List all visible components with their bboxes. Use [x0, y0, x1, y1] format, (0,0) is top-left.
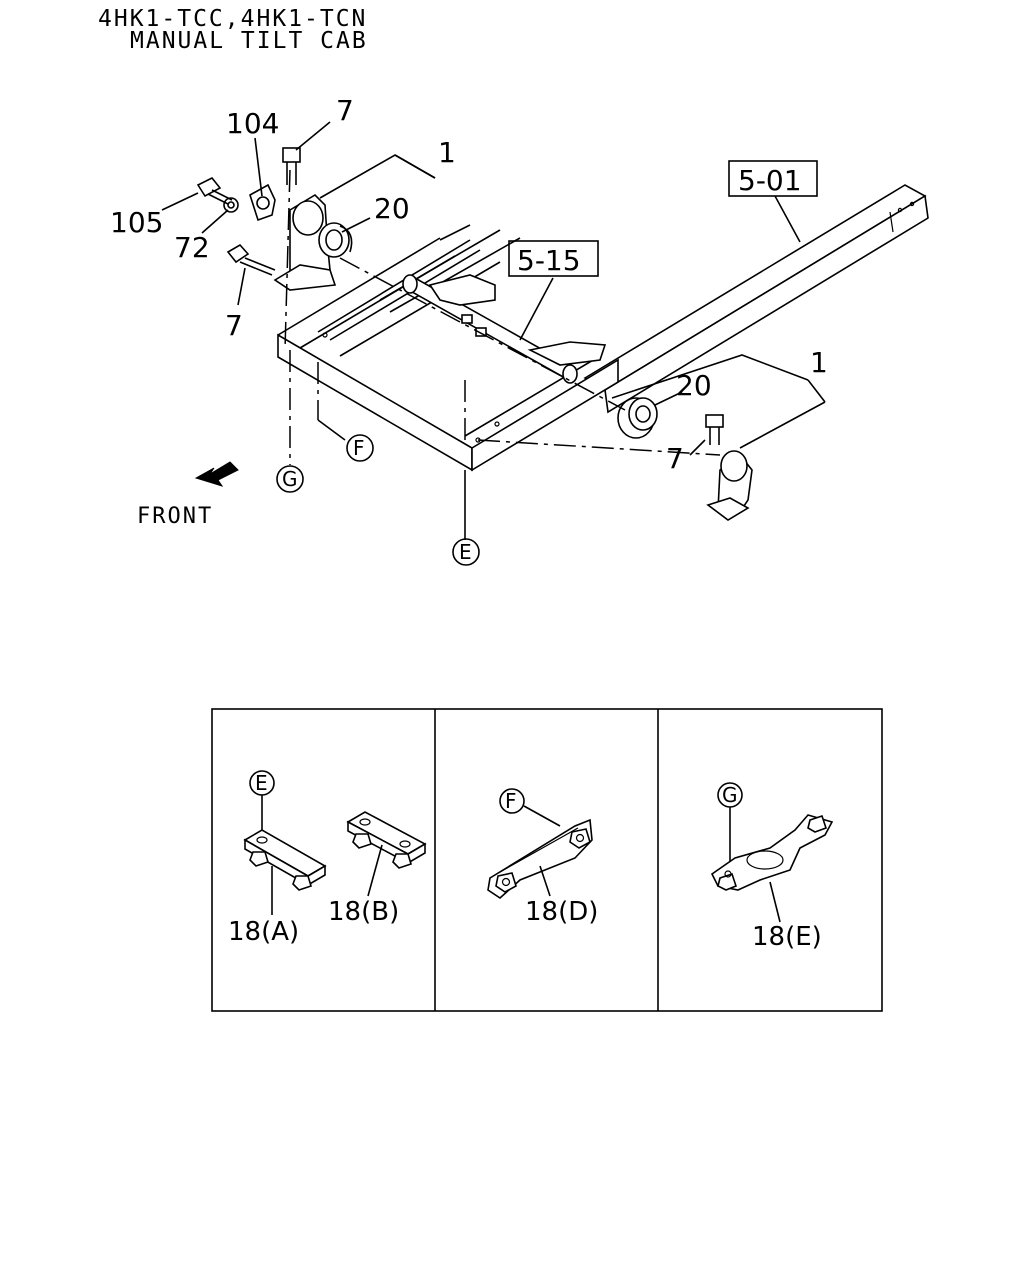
nut-plate-18e	[710, 814, 834, 891]
svg-text:E: E	[255, 771, 268, 795]
panel-ref-circle-e: E	[249, 770, 275, 796]
front-arrow-icon	[194, 461, 239, 487]
bushing-right	[617, 397, 658, 439]
svg-text:G: G	[722, 783, 738, 807]
panel-ref-circle-g: G	[717, 782, 743, 808]
callout-20-top: 20	[374, 192, 410, 225]
panel-f-label-18d: 18(D)	[525, 897, 598, 927]
right-mount-bracket	[705, 414, 753, 521]
ref-box-5-15	[508, 240, 599, 277]
header-cab-type: MANUAL TILT CAB	[130, 28, 368, 54]
ref-circle-e: E	[452, 538, 480, 566]
ref-5-01-label[interactable]: 5-01	[738, 164, 802, 197]
callout-20-right: 20	[676, 369, 712, 402]
callout-7-top: 7	[336, 94, 354, 127]
panel-g-label-18e: 18(E)	[752, 922, 822, 952]
panel-e-label-18b: 18(B)	[328, 897, 399, 927]
leader-lines	[161, 121, 826, 540]
nut-plate-18d	[487, 818, 593, 900]
detail-panel-f: F 18(D)	[487, 788, 598, 927]
ref-circle-f: F	[346, 434, 374, 462]
svg-text:F: F	[505, 789, 517, 813]
ref-box-5-01	[728, 160, 818, 197]
front-label: FRONT	[137, 504, 213, 529]
ref-circle-g-label: G	[282, 467, 298, 491]
ref-circle-g: G	[276, 465, 304, 493]
frame-rail	[583, 184, 929, 414]
callout-72: 72	[174, 231, 210, 264]
alignment-lines	[284, 169, 721, 465]
callout-1-top: 1	[438, 136, 456, 169]
detail-panel-g: G 18(E)	[710, 782, 834, 952]
callout-1-right: 1	[810, 346, 828, 379]
callout-104: 104	[226, 107, 279, 140]
panel-e-label-18a: 18(A)	[228, 917, 299, 947]
detail-panel-frame	[211, 708, 883, 1012]
left-mount-bracket	[196, 147, 337, 291]
callout-105: 105	[110, 206, 163, 239]
panel-ref-circle-f: F	[499, 788, 525, 814]
callout-7-left: 7	[225, 309, 243, 342]
header-model-codes: 4HK1-TCC,4HK1-TCN	[98, 6, 368, 32]
callout-7-right: 7	[666, 442, 684, 475]
nut-plate-18a	[243, 829, 327, 891]
ref-circle-e-label: E	[459, 540, 472, 564]
nut-plate-18b	[346, 811, 427, 869]
ref-5-15-label[interactable]: 5-15	[517, 244, 581, 277]
ref-circle-f-label: F	[353, 436, 365, 460]
bushing-left	[318, 222, 353, 258]
detail-panel-e: E 18(A) 18(B)	[228, 770, 427, 947]
mount-shaft	[402, 274, 607, 384]
